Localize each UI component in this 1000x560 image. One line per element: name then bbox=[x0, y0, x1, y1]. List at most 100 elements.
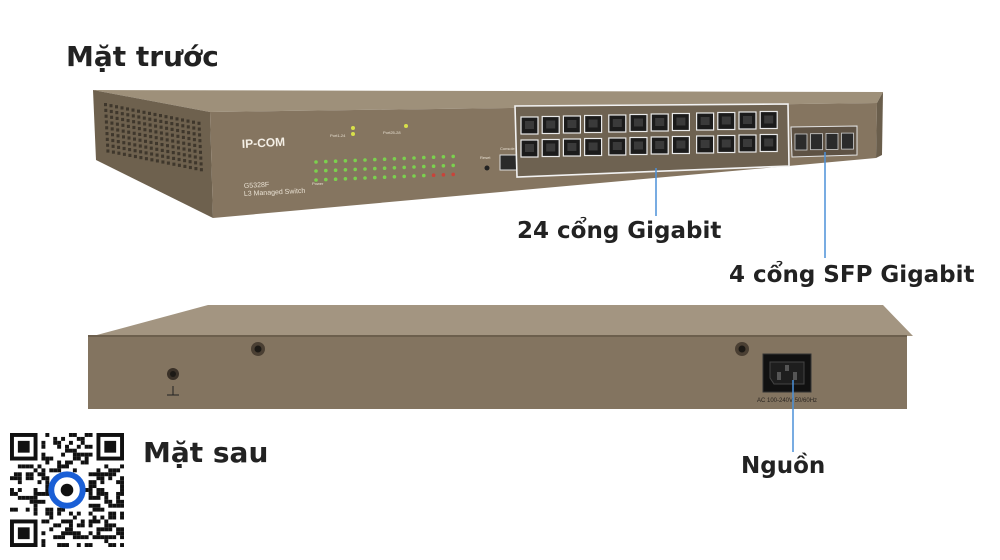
brand-logo: IP-COM bbox=[241, 135, 285, 151]
qr-module bbox=[10, 491, 14, 496]
vent-slot bbox=[127, 136, 131, 140]
gigabit-ports[interactable] bbox=[520, 110, 778, 158]
qr-module bbox=[10, 476, 14, 481]
vent-slot bbox=[109, 104, 113, 108]
qr-module bbox=[49, 515, 54, 520]
qr-module bbox=[120, 488, 124, 492]
vent-slot bbox=[186, 125, 190, 129]
status-led bbox=[363, 167, 367, 171]
qr-module bbox=[92, 515, 97, 520]
vent-slot bbox=[133, 149, 137, 153]
vent-slot bbox=[116, 134, 120, 138]
sfp-port[interactable] bbox=[794, 133, 808, 151]
vent-slot bbox=[116, 128, 120, 132]
qr-module bbox=[92, 480, 97, 485]
sfp-port[interactable] bbox=[841, 132, 854, 150]
qr-module bbox=[33, 468, 38, 473]
port-contacts bbox=[612, 119, 622, 127]
qr-module bbox=[92, 535, 97, 540]
status-led bbox=[441, 164, 446, 168]
vent-slot bbox=[186, 119, 190, 123]
vent-slot bbox=[106, 149, 110, 153]
qr-module bbox=[96, 531, 101, 536]
vent-slot bbox=[120, 106, 124, 110]
vent-slot bbox=[111, 133, 114, 137]
vent-slot bbox=[161, 160, 165, 164]
vent-slot bbox=[121, 123, 125, 127]
qr-module bbox=[68, 523, 73, 528]
vent-slot bbox=[139, 156, 143, 160]
vent-slot bbox=[188, 165, 192, 170]
qr-module bbox=[53, 440, 58, 445]
vent-slot bbox=[131, 114, 135, 118]
status-led bbox=[333, 159, 338, 163]
qr-module bbox=[53, 468, 58, 473]
qr-module bbox=[96, 468, 101, 473]
vent-slot bbox=[149, 146, 153, 150]
qr-module bbox=[68, 440, 73, 445]
status-led bbox=[422, 173, 426, 178]
sfp-port[interactable] bbox=[810, 133, 823, 151]
vent-slot bbox=[176, 134, 180, 138]
qr-module bbox=[116, 480, 121, 485]
vent-slot bbox=[105, 126, 109, 130]
qr-module bbox=[88, 531, 93, 536]
qr-module bbox=[33, 495, 38, 500]
sfp-ports[interactable] bbox=[794, 132, 854, 151]
qr-module bbox=[96, 472, 101, 477]
port-contacts bbox=[567, 143, 577, 151]
vent-slot bbox=[188, 154, 192, 158]
status-led bbox=[324, 177, 328, 182]
vent-slot bbox=[187, 136, 191, 141]
qr-module bbox=[108, 476, 113, 481]
sfp-port[interactable] bbox=[825, 132, 839, 150]
qr-module bbox=[61, 436, 66, 441]
qr-module bbox=[76, 452, 81, 457]
qr-module bbox=[17, 480, 22, 485]
qr-module bbox=[108, 472, 113, 477]
vent-slot bbox=[115, 116, 119, 120]
vent-slot bbox=[142, 110, 146, 114]
vent-slot bbox=[188, 148, 191, 152]
qr-module bbox=[108, 523, 113, 528]
qr-module bbox=[41, 539, 46, 544]
vent-slot bbox=[165, 132, 169, 136]
qr-code[interactable] bbox=[10, 433, 124, 547]
qr-module bbox=[68, 511, 73, 516]
qr-module bbox=[65, 444, 69, 449]
qr-module bbox=[65, 448, 69, 453]
vent-slot bbox=[199, 162, 203, 166]
console-port[interactable] bbox=[499, 154, 519, 171]
status-led bbox=[353, 167, 358, 172]
vent-slot bbox=[121, 129, 125, 133]
qr-module bbox=[37, 480, 42, 485]
qr-module bbox=[112, 515, 117, 520]
vent-slot bbox=[187, 131, 191, 135]
vent-slot bbox=[143, 133, 147, 138]
qr-module bbox=[96, 491, 101, 496]
reset-button[interactable] bbox=[484, 165, 490, 171]
qr-module bbox=[84, 444, 89, 449]
qr-module bbox=[88, 480, 93, 485]
qr-module bbox=[108, 511, 113, 516]
qr-module bbox=[45, 476, 50, 481]
qr-module bbox=[80, 519, 85, 524]
qr-module bbox=[80, 440, 85, 445]
qr-module bbox=[68, 519, 73, 524]
qr-module bbox=[88, 495, 93, 500]
qr-module bbox=[13, 507, 18, 512]
qr-module bbox=[88, 484, 93, 489]
qr-module bbox=[120, 543, 124, 547]
status-led bbox=[333, 177, 338, 181]
qr-module bbox=[17, 488, 22, 492]
qr-module bbox=[104, 491, 109, 496]
qr-module bbox=[120, 499, 124, 504]
qr-module bbox=[65, 519, 69, 524]
vent-slot bbox=[137, 127, 141, 131]
qr-module bbox=[112, 535, 117, 540]
qr-module bbox=[120, 484, 124, 489]
port-contacts bbox=[567, 120, 577, 128]
qr-module bbox=[41, 476, 46, 481]
status-led bbox=[422, 164, 426, 169]
qr-module bbox=[13, 491, 18, 496]
